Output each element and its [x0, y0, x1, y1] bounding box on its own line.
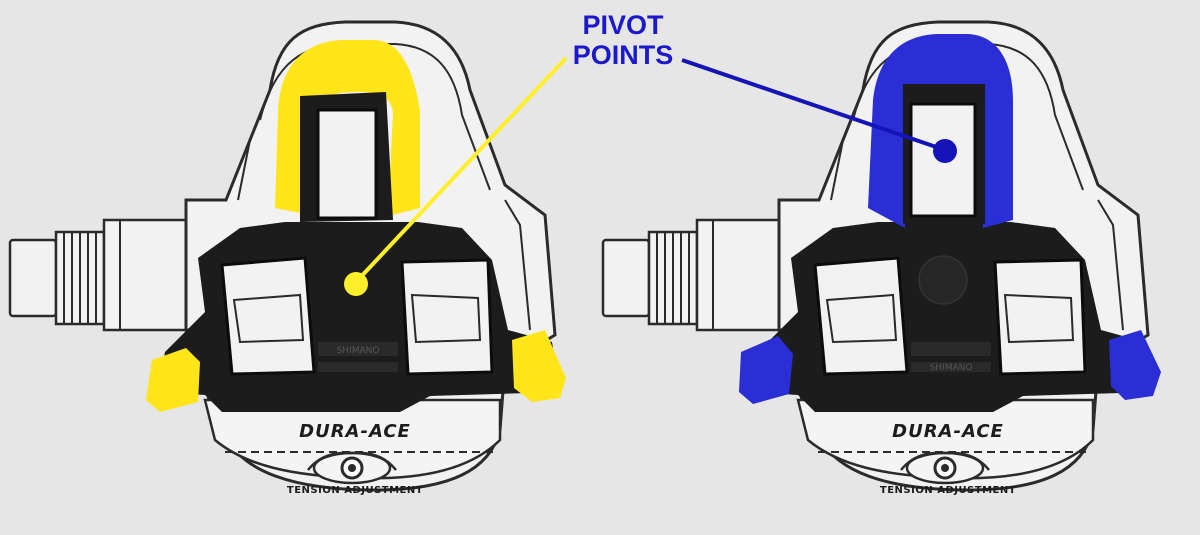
- right-cleat-side-tab-left: [739, 336, 793, 404]
- right-cleat-logo-disc: [918, 255, 968, 305]
- left-brand-label: DURA-ACE: [299, 421, 411, 442]
- callout-line-1: PIVOT: [582, 10, 664, 40]
- right-pedal: SHIMANO DURA-ACE TENSION ADJUSTMENT: [601, 20, 1161, 496]
- right-brand-label: DURA-ACE: [892, 421, 1004, 442]
- pivot-points-callout: PIVOT POINTS: [548, 10, 698, 70]
- left-cleat-label: SHIMANO: [337, 346, 380, 356]
- left-tension-label: TENSION ADJUSTMENT: [287, 485, 423, 496]
- left-cleat: SHIMANO: [146, 40, 566, 414]
- left-cleat-side-tab-left: [146, 348, 200, 412]
- right-tension-label: TENSION ADJUSTMENT: [880, 485, 1016, 496]
- yellow-pivot-dot: [344, 272, 368, 296]
- right-cleat: SHIMANO: [739, 34, 1161, 414]
- callout-line-2: POINTS: [572, 40, 674, 70]
- left-cleat-side-tab-right: [512, 330, 566, 402]
- blue-pivot-dot: [933, 139, 957, 163]
- blue-pivot-pointer: [681, 58, 957, 163]
- right-cleat-label: SHIMANO: [930, 363, 973, 373]
- right-cleat-side-tab-right: [1109, 330, 1161, 400]
- left-pedal: SHIMANO DURA-ACE TENSION ADJUSTMENT: [8, 20, 566, 496]
- yellow-pivot-pointer: [344, 56, 568, 296]
